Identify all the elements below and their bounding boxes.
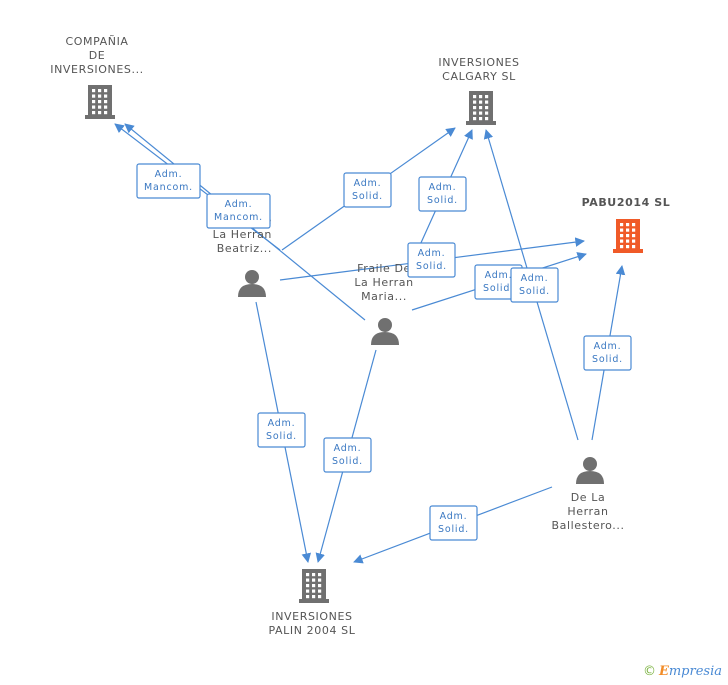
edge-label-box (136, 163, 201, 199)
edge-label-text: Adm. (594, 341, 622, 352)
edge-label-text: Adm. (155, 169, 183, 180)
edge-label-text: Solid. (592, 354, 623, 365)
edge-label-box (429, 505, 478, 541)
edge-label-box (407, 242, 456, 278)
node-maria-label-line: Fraile De (357, 262, 411, 275)
edge-label-text: Mancom. (144, 182, 193, 193)
edge-label-maria-to-calgary[interactable]: Adm. Solid. (418, 176, 467, 212)
person-icon (238, 270, 266, 297)
edge-label-box (343, 172, 392, 208)
node-calgary-label-line: INVERSIONES (438, 56, 519, 69)
edge-label-box (257, 412, 306, 448)
edge-label-ballestero-to-palin[interactable]: Adm. Solid. (429, 505, 478, 541)
node-ballestero-label-line: Herran (567, 505, 608, 518)
edge-label-beatriz-to-compania[interactable]: Adm. Mancom. (136, 163, 201, 199)
node-compania-label-line: COMPAÑIA (65, 35, 128, 48)
edge-label-beatriz-to-calgary[interactable]: Adm. Solid. (343, 172, 392, 208)
edge-label-maria-to-compania[interactable]: Adm. Mancom. (206, 193, 271, 229)
node-maria-label-line: Maria... (361, 290, 407, 303)
building-icon (299, 569, 329, 603)
edge-label-text: Solid. (427, 195, 458, 206)
edge-label-text: Solid. (266, 431, 297, 442)
edge-label-beatriz-to-pabu[interactable]: Adm. Solid. (407, 242, 456, 278)
node-palin-label-line: PALIN 2004 SL (269, 624, 356, 637)
edge-label-box (206, 193, 271, 229)
node-ballestero-label-line: Ballestero... (551, 519, 624, 532)
edge-label-text: Solid. (332, 456, 363, 467)
brand-name: mpresia (668, 664, 722, 679)
copyright-symbol: © (642, 664, 656, 679)
node-palin-label-line: INVERSIONES (271, 610, 352, 623)
edge-label-text: Adm. (485, 270, 513, 281)
edge-label-text: Mancom. (214, 212, 263, 223)
edge-label-text: Solid. (438, 524, 469, 535)
edge-label-box (510, 267, 559, 303)
edge-label-box (418, 176, 467, 212)
building-icon (613, 219, 643, 253)
edge-label-text: Adm. (418, 248, 446, 259)
edge-label-box (583, 335, 632, 371)
node-pabu[interactable]: PABU2014 SL (582, 196, 671, 253)
edge-label-text: Solid. (519, 286, 550, 297)
edge-label-text: Adm. (521, 273, 549, 284)
person-icon (371, 318, 399, 345)
edge-label-text: Solid. (483, 283, 514, 294)
edge-label-text: Solid. (352, 191, 383, 202)
node-calgary-label-line: CALGARY SL (442, 70, 516, 83)
node-pabu-label-line: PABU2014 SL (582, 196, 671, 209)
edge-label-text: Adm. (429, 182, 457, 193)
edge-labels-layer: Adm. Mancom. Adm. Mancom. Adm. Solid. Adm. Soli… (136, 163, 632, 541)
edge-label-ballestero-to-calgary[interactable]: Adm. Solid. (510, 267, 559, 303)
brand-initial: E (658, 664, 669, 679)
node-compania-label-line: DE (89, 49, 106, 62)
person-icon (576, 457, 604, 484)
node-beatriz-label-line: Beatriz... (217, 242, 272, 255)
building-icon (85, 85, 115, 119)
brand-footer[interactable]: ©Empresia (643, 664, 722, 679)
edge-label-beatriz-to-palin[interactable]: Adm. Solid. (257, 412, 306, 448)
edge-label-maria-to-palin[interactable]: Adm. Solid. (323, 437, 372, 473)
nodes-layer: COMPAÑIADEINVERSIONES...INVERSIONESCALGA… (50, 35, 670, 637)
node-ballestero-label-line: De La (571, 491, 606, 504)
edge-label-text: Solid. (416, 261, 447, 272)
node-beatriz-label-line: La Herran (213, 228, 272, 241)
edge-label-text: Adm. (440, 511, 468, 522)
edge-label-maria-to-pabu[interactable]: Adm. Solid. (474, 264, 523, 300)
edge-label-text: Adm. (268, 418, 296, 429)
node-compania[interactable]: COMPAÑIADEINVERSIONES... (50, 35, 144, 119)
edge-label-text: Adm. (225, 199, 253, 210)
edge-label-box (323, 437, 372, 473)
building-icon (466, 91, 496, 125)
edge-label-text: Adm. (334, 443, 362, 454)
node-maria-label-line: La Herran (354, 276, 413, 289)
edge-label-ballestero-to-pabu[interactable]: Adm. Solid. (583, 335, 632, 371)
node-ballestero[interactable]: De LaHerranBallestero... (551, 457, 624, 532)
node-compania-label-line: INVERSIONES... (50, 63, 144, 76)
edge-label-text: Adm. (354, 178, 382, 189)
